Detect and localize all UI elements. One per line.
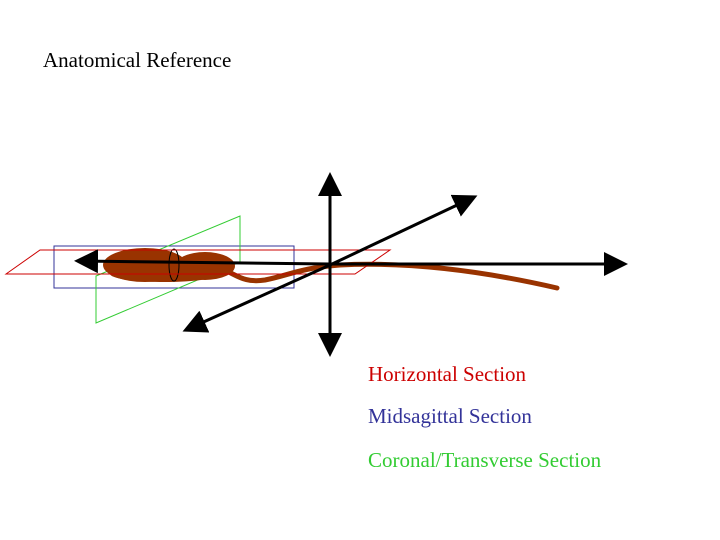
legend-midsagittal-section: Midsagittal Section <box>368 404 532 428</box>
midsagittal-plane <box>53 245 295 289</box>
spinal-cord <box>207 261 560 291</box>
horizontal-axis-left <box>74 249 331 274</box>
horizontal-plane <box>4 249 392 275</box>
section-outline <box>168 248 180 282</box>
axes <box>74 172 628 357</box>
depth-axis-back <box>329 194 478 267</box>
depth-axis-front <box>182 263 331 333</box>
legend-coronal-section: Coronal/Transverse Section <box>368 448 602 472</box>
slide-title: Anatomical Reference <box>43 48 232 72</box>
legend-horizontal-section: Horizontal Section <box>368 362 527 386</box>
